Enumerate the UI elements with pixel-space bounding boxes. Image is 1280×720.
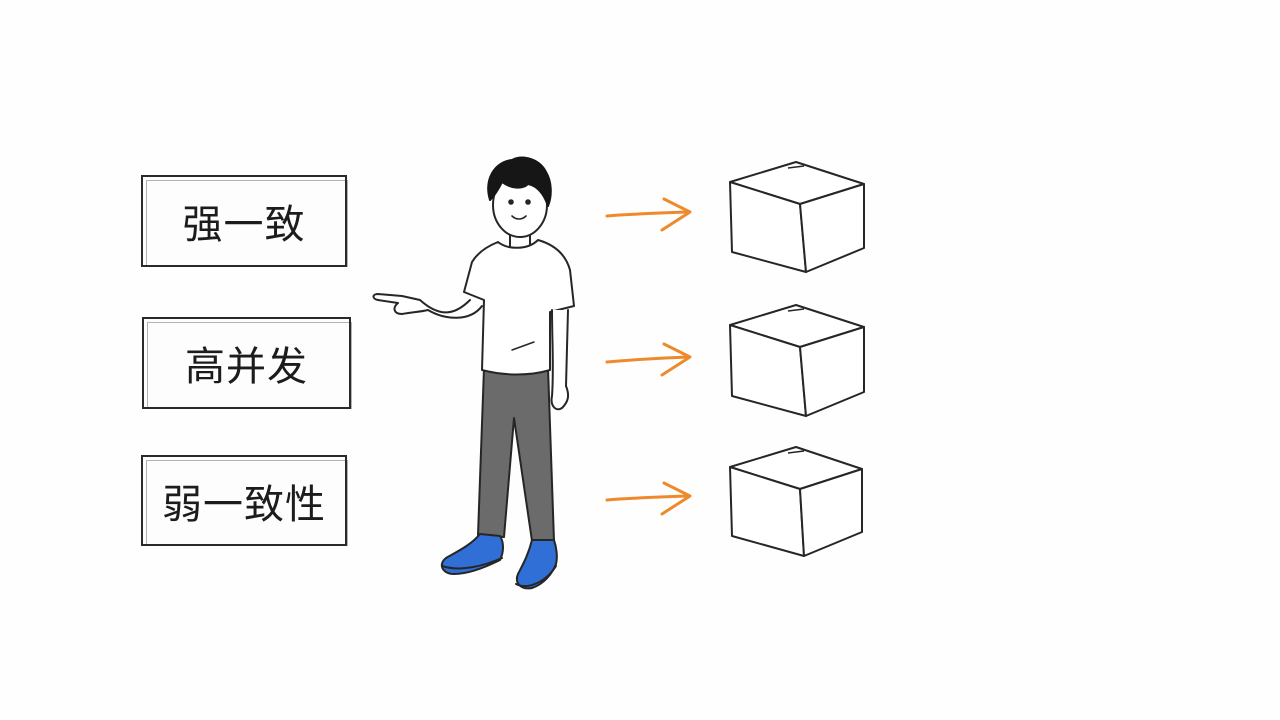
person-shirt [463,239,575,376]
person-shoe-left-sole [441,557,503,570]
person-eye-right [525,199,531,205]
person-arm-pointing [372,293,483,319]
person-shoe-right [516,539,558,590]
person-arm-hanging [550,309,570,411]
person-hair [487,156,552,207]
arrows-group [605,197,692,516]
person-mouth [511,215,527,220]
label-box-weak-consistency: 弱一致性 [141,455,348,546]
arrow-right-icon [605,481,692,516]
person-pointing-icon [372,156,575,590]
label-box-strong-consistency: 强一致 [141,175,348,267]
label-text-weak-consistency: 弱一致性 [162,481,326,528]
cube-icon [729,446,863,557]
shirt-fold [511,341,535,351]
arrow-right-icon [605,342,692,377]
label-text-strong-consistency: 强一致 [182,202,306,248]
cube-icon [729,304,865,417]
label-text-high-concurrency: 高并发 [185,344,308,390]
person-eye-left [508,199,514,205]
label-box-high-concurrency: 高并发 [142,317,352,409]
person-pants [477,367,555,542]
cube-icon [729,161,865,273]
person-shoe-right-sole [515,565,557,587]
cubes-group [729,161,865,557]
arrow-right-icon [605,197,692,232]
